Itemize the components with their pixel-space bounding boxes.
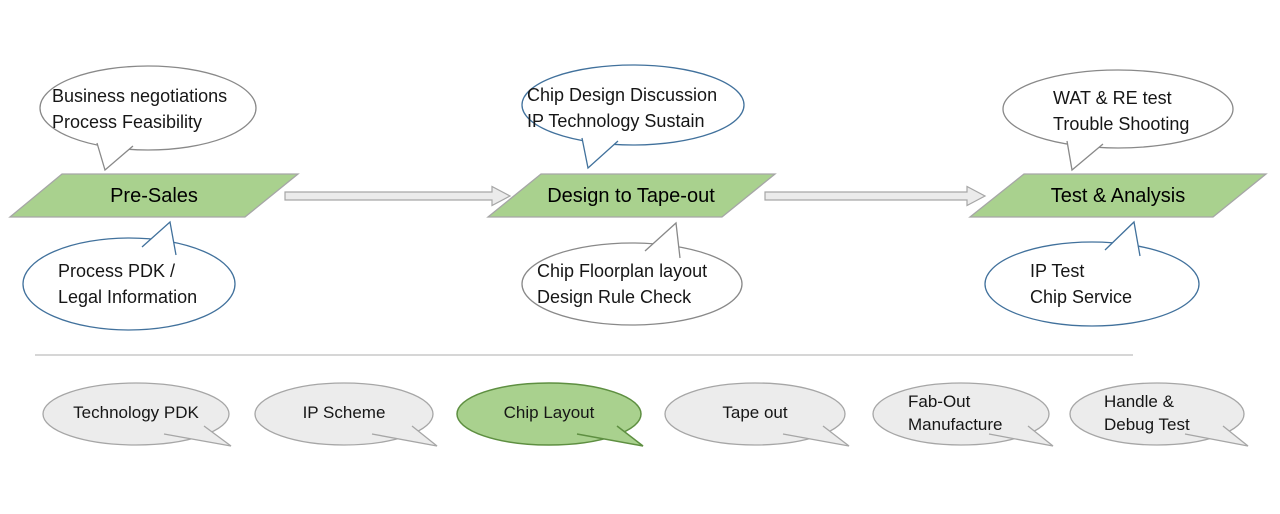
- callout-below-design-text: Chip Floorplan layout Design Rule Check: [537, 258, 707, 310]
- callout-tail: [644, 221, 681, 259]
- callout-above-design: [521, 64, 745, 170]
- callout-line: Legal Information: [58, 287, 198, 307]
- step-chip-layout-label: Chip Layout: [503, 403, 595, 422]
- callout-above-test-text: WAT & RE test Trouble Shooting: [1053, 85, 1189, 137]
- callout-below-presales-text: Process PDK / Legal Information: [58, 258, 197, 310]
- callout-line: Design Rule Check: [537, 287, 692, 307]
- step-label-line: Manufacture: [908, 415, 1003, 434]
- callout-below-design: [521, 221, 743, 326]
- step-tail: [163, 425, 232, 447]
- step-tail: [371, 425, 438, 447]
- callout-line: Chip Floorplan layout: [537, 261, 708, 281]
- callout-line: WAT & RE test: [1053, 88, 1172, 108]
- callout-line: IP Technology Sustain: [527, 111, 705, 131]
- step-technology-pdk-label: Technology PDK: [73, 403, 199, 422]
- callout-line: Chip Design Discussion: [527, 85, 718, 105]
- step-tail: [782, 425, 850, 447]
- stage-test-analysis-shape: [968, 173, 1268, 218]
- stage-test-analysis-label: Test & Analysis: [1050, 185, 1186, 207]
- callout-line: IP Test: [1030, 261, 1085, 281]
- callout-tail: [141, 220, 177, 256]
- step-handle-debug-test-shape: [1069, 382, 1249, 447]
- step-technology-pdk-shape: [42, 382, 232, 447]
- callout-tail: [1104, 220, 1141, 257]
- callout-line: Chip Service: [1030, 287, 1133, 307]
- step-label-line: Handle &: [1104, 392, 1174, 411]
- callout-above-design-text: Chip Design Discussion IP Technology Sus…: [527, 82, 717, 134]
- step-ip-scheme-label: IP Scheme: [302, 403, 386, 422]
- callout-line: Process Feasibility: [52, 112, 203, 132]
- callout-above-presales: [39, 65, 257, 172]
- step-fab-out-manufacture-shape: [872, 382, 1054, 447]
- callout-line: Process PDK /: [58, 261, 176, 281]
- step-tape-out-shape: [664, 382, 850, 447]
- step-ip-scheme-shape: [254, 382, 438, 447]
- callout-tail: [581, 137, 619, 170]
- step-label-line: Debug Test: [1104, 415, 1190, 434]
- stage-design-to-tapeout-label: Design to Tape-out: [547, 185, 715, 207]
- step-tail: [988, 425, 1054, 447]
- callout-line: Trouble Shooting: [1053, 114, 1190, 134]
- stage-presales-label: Pre-Sales: [110, 185, 198, 207]
- callout-line: Business negotiations: [52, 86, 228, 106]
- callout-above-test: [1002, 69, 1234, 172]
- step-handle-debug-test-label: Handle & Debug Test: [1104, 390, 1190, 436]
- callout-below-test-text: IP Test Chip Service: [1030, 258, 1132, 310]
- callout-below-presales: [22, 220, 236, 331]
- stage-design-to-tapeout-shape: [486, 173, 777, 218]
- step-chip-layout-shape: [456, 382, 644, 447]
- callout-tail: [96, 142, 134, 172]
- callout-below-test: [984, 220, 1200, 327]
- step-tail: [576, 425, 644, 447]
- step-label-line: Fab-Out: [908, 392, 971, 411]
- step-tail: [1184, 425, 1249, 447]
- callout-tail: [1066, 140, 1104, 172]
- callout-above-presales-text: Business negotiations Process Feasibilit…: [52, 83, 227, 135]
- step-fab-out-manufacture-label: Fab-Out Manufacture: [908, 390, 1003, 436]
- flow-arrow-1-icon: [284, 185, 512, 207]
- flow-arrow-2-icon: [764, 185, 987, 207]
- step-tape-out-label: Tape out: [722, 403, 788, 422]
- stage-presales-shape: [8, 173, 300, 218]
